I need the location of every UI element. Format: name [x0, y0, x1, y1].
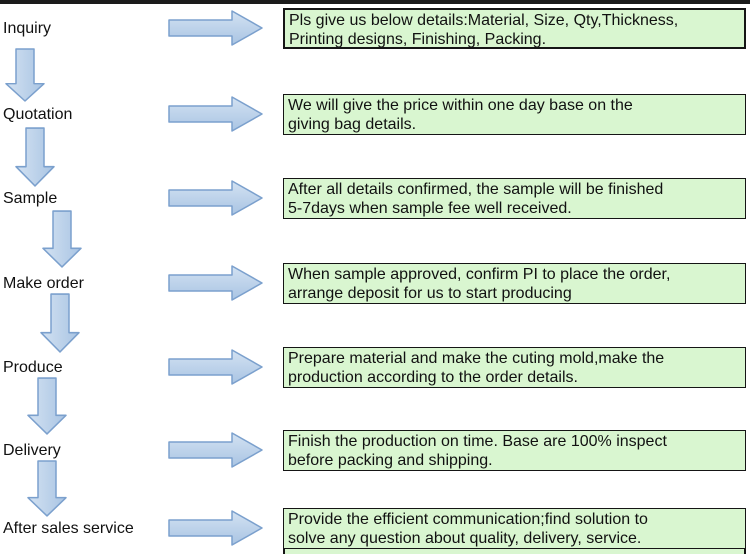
step-detail-line-2: before packing and shipping. — [288, 452, 493, 469]
step-detail-line-1: Finish the production on time. Base are … — [288, 433, 667, 450]
step-detail-line-2: solve any question about quality, delive… — [288, 530, 642, 547]
down-arrow-icon — [27, 460, 67, 517]
down-arrow-icon — [27, 377, 67, 435]
step-detail-line-2: giving bag details. — [288, 116, 417, 133]
right-arrow-icon — [168, 349, 263, 385]
process-step-label: Sample — [3, 190, 58, 207]
process-step-label: Delivery — [3, 442, 61, 459]
step-detail-box: Finish the production on time. Base are … — [283, 430, 746, 471]
bottom-crop-strip — [283, 549, 746, 554]
right-arrow-icon — [168, 265, 263, 301]
step-detail-line-1: Provide the efficient communication;find… — [288, 511, 648, 528]
step-detail-line-1: When sample approved, confirm PI to plac… — [288, 266, 671, 283]
step-detail-line-2: Printing designs, Finishing, Packing. — [289, 31, 547, 48]
down-arrow-icon — [42, 210, 82, 268]
step-detail-line-1: Pls give us below details:Material, Size… — [289, 12, 679, 29]
down-arrow-icon — [40, 293, 80, 353]
step-detail-line-1: After all details confirmed, the sample … — [288, 181, 664, 198]
step-detail-line-1: We will give the price within one day ba… — [288, 97, 633, 114]
right-arrow-icon — [168, 10, 263, 46]
step-detail-box: When sample approved, confirm PI to plac… — [283, 263, 746, 304]
process-step-label: Inquiry — [3, 20, 52, 37]
process-step-label: Quotation — [3, 106, 73, 123]
right-arrow-icon — [168, 96, 263, 132]
process-step-label: Produce — [3, 359, 63, 376]
step-detail-line-1: Prepare material and make the cuting mol… — [288, 350, 665, 367]
step-detail-line-2: arrange deposit for us to start producin… — [288, 285, 572, 302]
down-arrow-icon — [15, 127, 55, 187]
right-arrow-icon — [168, 432, 263, 468]
right-arrow-icon — [168, 180, 263, 216]
step-detail-line-2: production according to the order detail… — [288, 369, 578, 386]
step-detail-box: We will give the price within one day ba… — [283, 94, 746, 135]
step-detail-box: After all details confirmed, the sample … — [283, 178, 746, 219]
step-detail-line-2: 5-7days when sample fee well received. — [288, 200, 572, 217]
right-arrow-icon — [168, 510, 263, 546]
step-detail-box: Provide the efficient communication;find… — [283, 508, 746, 549]
process-step-label: Make order — [3, 275, 84, 292]
top-crop-bar — [0, 0, 750, 4]
process-step-label: After sales service — [3, 520, 134, 537]
step-detail-box: Prepare material and make the cuting mol… — [283, 347, 746, 388]
down-arrow-icon — [5, 48, 45, 102]
step-detail-box: Pls give us below details:Material, Size… — [283, 8, 746, 49]
